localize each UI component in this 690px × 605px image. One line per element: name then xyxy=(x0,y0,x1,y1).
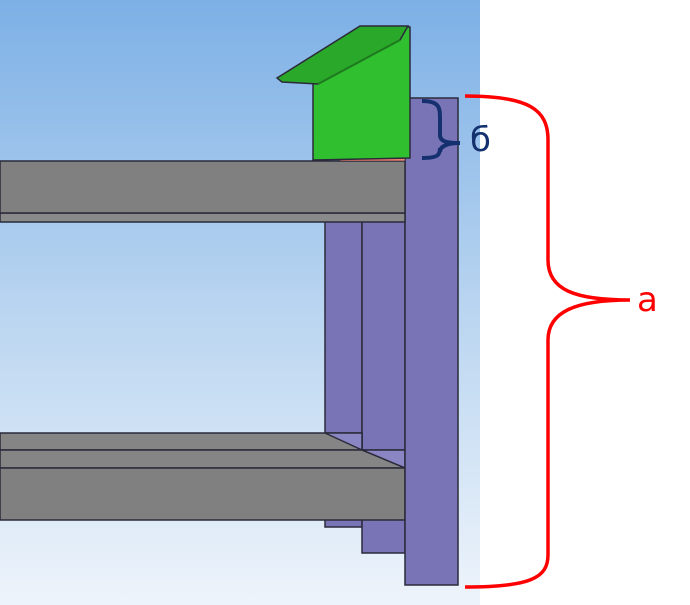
top-beam xyxy=(0,160,406,214)
label-a: a xyxy=(637,280,658,320)
plate-bevel xyxy=(324,432,363,452)
lower-beam xyxy=(0,467,406,521)
top-beam-flange xyxy=(0,212,406,223)
lower-beam-back xyxy=(0,432,363,451)
lower-beam-middle xyxy=(0,449,406,469)
brace-b xyxy=(421,99,461,160)
label-b: б xyxy=(470,120,491,160)
brace-a xyxy=(464,94,631,589)
end-plate xyxy=(404,97,459,586)
